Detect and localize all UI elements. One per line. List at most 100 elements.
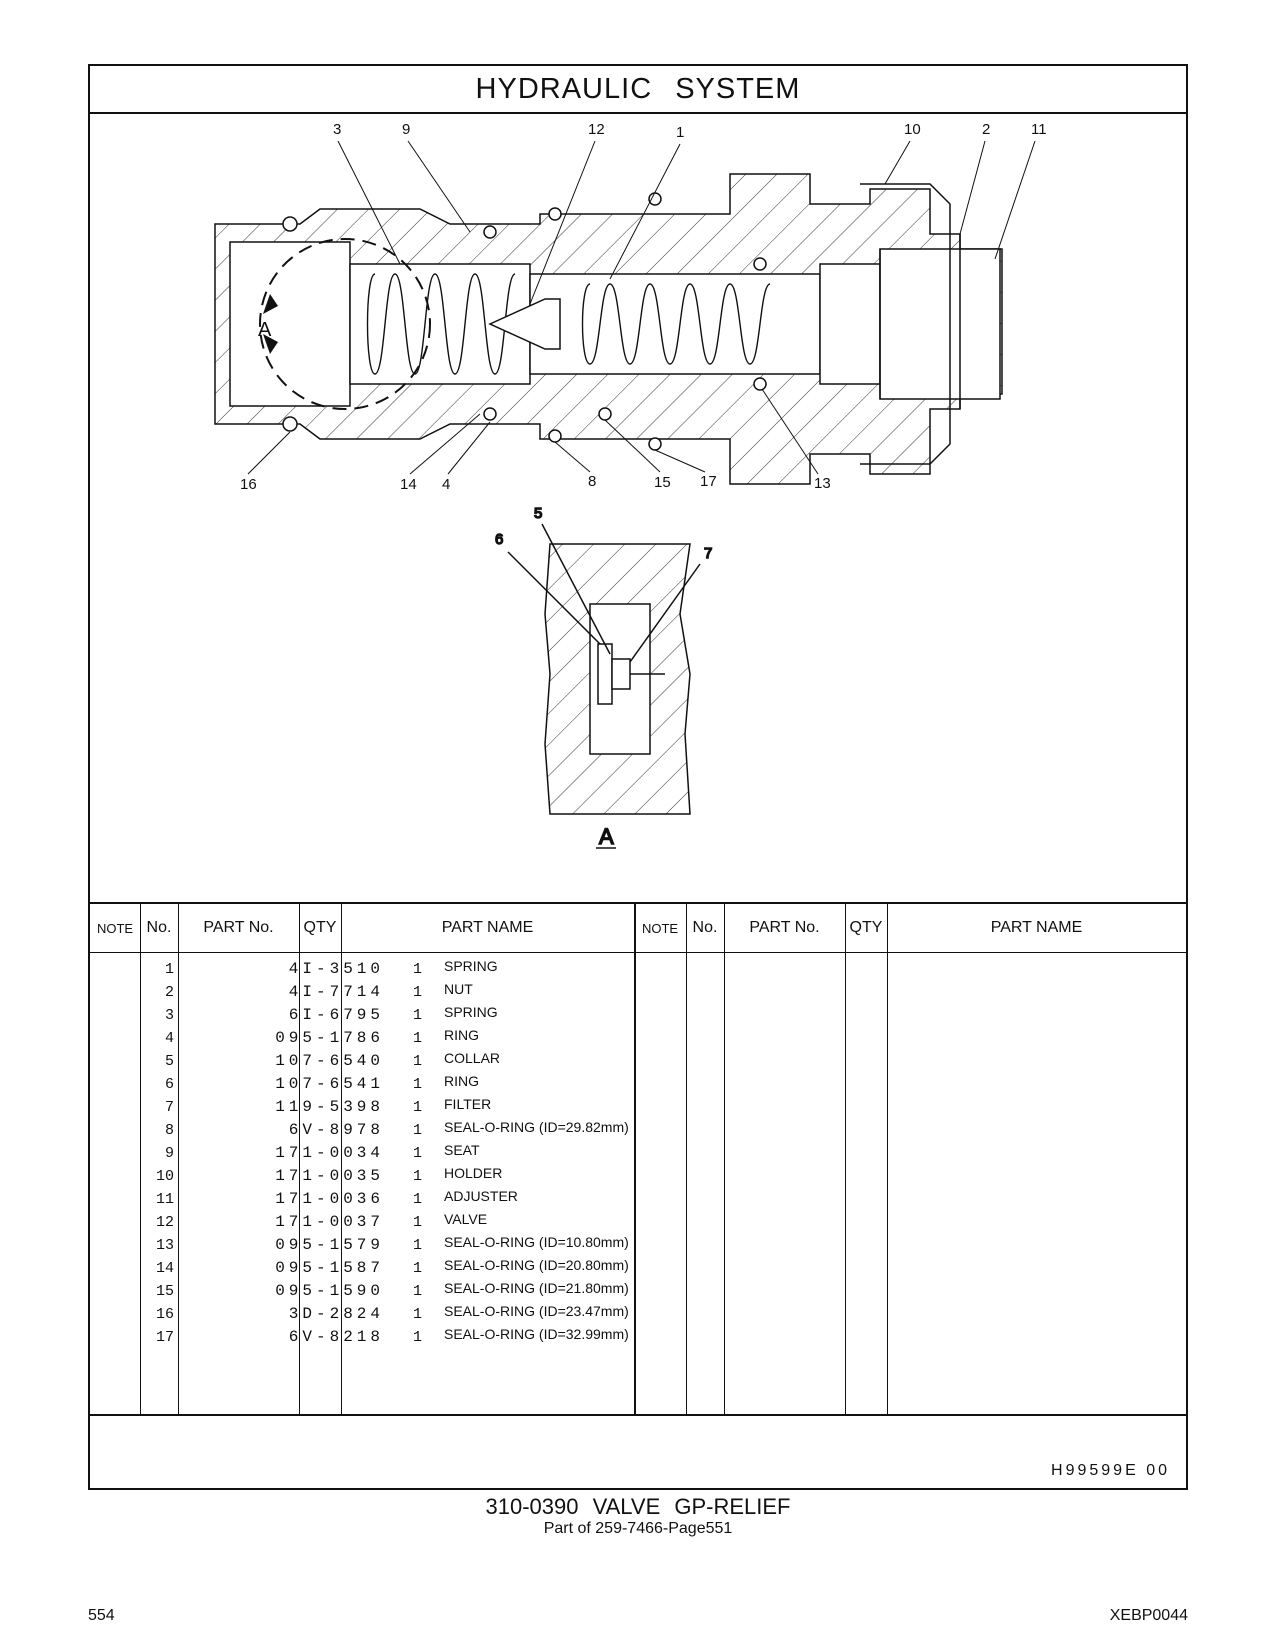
part-qty: 1 bbox=[412, 1306, 422, 1323]
part-name: FILTER bbox=[444, 1096, 492, 1112]
cross-section-svg: A 3 9 12 1 10 2 11 16 14 4 8 15 17 13 bbox=[214, 121, 1047, 850]
header-divider bbox=[90, 952, 1186, 953]
part-no-index: 3 bbox=[164, 1007, 174, 1024]
detail-label: A bbox=[599, 824, 614, 849]
part-no-index: 12 bbox=[155, 1214, 174, 1231]
part-name: SPRING bbox=[444, 958, 498, 974]
part-name: COLLAR bbox=[444, 1050, 501, 1066]
part-number: 095-1786 bbox=[275, 1029, 384, 1047]
part-no-index: 8 bbox=[164, 1122, 174, 1139]
part-qty: 1 bbox=[412, 1007, 422, 1024]
valve-cone bbox=[488, 298, 561, 350]
part-name: ADJUSTER bbox=[444, 1188, 518, 1204]
part-number: 095-1587 bbox=[275, 1259, 384, 1277]
detail-callout-6: 6 bbox=[495, 531, 503, 548]
part-name: VALVE bbox=[444, 1211, 488, 1227]
part-no-index: 4 bbox=[164, 1030, 174, 1047]
part-no-index: 14 bbox=[155, 1260, 174, 1277]
part-no-index: 5 bbox=[164, 1053, 174, 1070]
table-row: 9 171-0034 1 SEAT bbox=[90, 1142, 630, 1165]
part-name: RING bbox=[444, 1073, 479, 1089]
part-name: SEAT bbox=[444, 1142, 480, 1158]
part-name: SEAL-O-RING (ID=21.80mm) bbox=[444, 1280, 629, 1296]
part-number: 6V-8978 bbox=[288, 1121, 384, 1139]
table-row: 3 6I-6795 1 SPRING bbox=[90, 1004, 630, 1027]
part-no-index: 9 bbox=[164, 1145, 174, 1162]
detail-view: 5 6 7 A bbox=[494, 504, 713, 850]
part-name: SEAL-O-RING (ID=32.99mm) bbox=[444, 1326, 629, 1342]
part-no-index: 10 bbox=[155, 1168, 174, 1185]
part-qty: 1 bbox=[412, 961, 422, 978]
svg-text:16: 16 bbox=[240, 476, 257, 493]
part-no-index: 17 bbox=[155, 1329, 174, 1346]
col-header-note-2: NOTE bbox=[641, 920, 679, 936]
col-header-part-name-2: PART NAME bbox=[990, 919, 1083, 936]
part-qty: 1 bbox=[412, 1030, 422, 1047]
svg-text:1: 1 bbox=[676, 124, 684, 141]
part-qty: 1 bbox=[412, 1122, 422, 1139]
part-qty: 1 bbox=[412, 1191, 422, 1208]
part-qty: 1 bbox=[412, 1145, 422, 1162]
col-divider bbox=[724, 904, 725, 1414]
page-number: 554 bbox=[88, 1607, 115, 1624]
callouts-top: 3 9 12 1 10 2 11 bbox=[333, 121, 1047, 305]
part-no-index: 6 bbox=[164, 1076, 174, 1093]
part-no-index: 7 bbox=[164, 1099, 174, 1116]
part-number: 171-0036 bbox=[275, 1190, 384, 1208]
spring-right bbox=[581, 283, 771, 365]
part-name: SEAL-O-RING (ID=20.80mm) bbox=[444, 1257, 629, 1273]
col-divider bbox=[845, 904, 846, 1414]
svg-text:17: 17 bbox=[700, 473, 717, 490]
part-name: NUT bbox=[444, 981, 473, 997]
svg-text:2: 2 bbox=[982, 121, 990, 138]
svg-text:11: 11 bbox=[1031, 121, 1047, 138]
col-divider bbox=[299, 904, 300, 1414]
valve-body bbox=[214, 173, 1003, 485]
part-name: HOLDER bbox=[444, 1165, 503, 1181]
part-number: 095-1590 bbox=[275, 1282, 384, 1300]
part-qty: 1 bbox=[412, 1237, 422, 1254]
col-header-no: No. bbox=[146, 919, 172, 936]
part-qty: 1 bbox=[412, 1168, 422, 1185]
part-number: 171-0035 bbox=[275, 1167, 384, 1185]
part-number: 4I-7714 bbox=[288, 983, 384, 1001]
col-header-note: NOTE bbox=[96, 920, 134, 936]
part-number: 119-5398 bbox=[275, 1098, 384, 1116]
table-row: 15 095-1590 1 SEAL-O-RING (ID=21.80mm) bbox=[90, 1280, 630, 1303]
part-number: 171-0034 bbox=[275, 1144, 384, 1162]
part-no-index: 13 bbox=[155, 1237, 174, 1254]
part-qty: 1 bbox=[412, 1283, 422, 1300]
col-divider bbox=[178, 904, 179, 1414]
col-header-no-2: No. bbox=[692, 919, 718, 936]
part-number: 3D-2824 bbox=[288, 1305, 384, 1323]
col-divider bbox=[686, 904, 687, 1414]
part-no-index: 15 bbox=[155, 1283, 174, 1300]
svg-text:15: 15 bbox=[654, 474, 671, 491]
part-no-index: 1 bbox=[164, 961, 174, 978]
part-qty: 1 bbox=[412, 1329, 422, 1346]
part-number: 6I-6795 bbox=[288, 1006, 384, 1024]
svg-text:13: 13 bbox=[814, 475, 831, 492]
parts-table: NOTE No. PART No. QTY PART NAME NOTE No.… bbox=[90, 902, 1186, 1414]
svg-text:14: 14 bbox=[400, 476, 417, 493]
part-name: SPRING bbox=[444, 1004, 498, 1020]
callouts-bottom: 16 14 4 8 15 17 13 bbox=[240, 388, 831, 493]
part-no-index: 16 bbox=[155, 1306, 174, 1323]
o-rings bbox=[282, 192, 767, 451]
detail-callout-5: 5 bbox=[534, 505, 542, 522]
detail-circle bbox=[259, 238, 431, 410]
table-row: 14 095-1587 1 SEAL-O-RING (ID=20.80mm) bbox=[90, 1257, 630, 1280]
part-qty: 1 bbox=[412, 1260, 422, 1277]
part-qty: 1 bbox=[412, 1076, 422, 1093]
col-header-part-name: PART NAME bbox=[441, 919, 534, 936]
